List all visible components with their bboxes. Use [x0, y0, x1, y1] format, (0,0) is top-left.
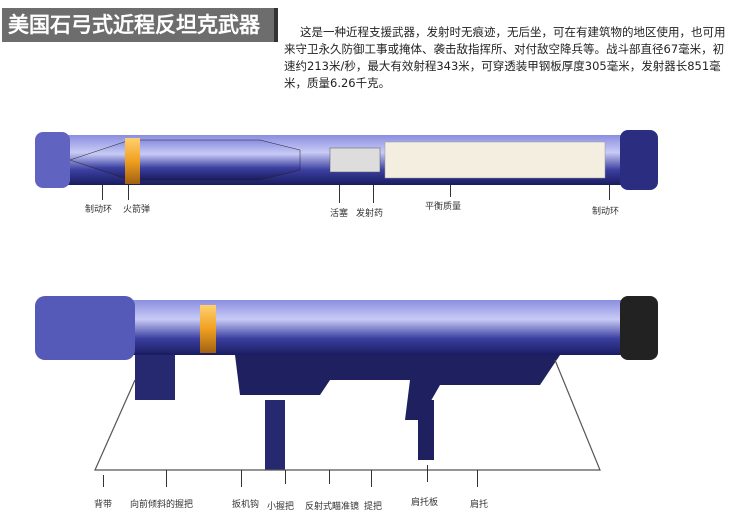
assembled-launcher	[35, 296, 658, 471]
label-brake-ring-front: 制动环	[85, 205, 113, 215]
label-carry-handle: 提把	[364, 502, 383, 512]
label-forward-grip: 向前倾斜的握把	[130, 500, 194, 510]
label-counter-mass: 平衡质量	[425, 202, 462, 212]
description-text: 这是一种近程支援武器，发射时无痕迹，无后坐，可在有建筑物的地区使用，也可用来守卫…	[284, 25, 726, 90]
label-trigger: 扳机钩	[232, 500, 260, 510]
label-propellant: 发射药	[356, 209, 384, 219]
cutaway-launcher	[35, 130, 658, 190]
label-shoulder-stock: 肩托	[470, 500, 489, 510]
label-shoulder-plate: 肩托板	[411, 498, 439, 508]
label-small-grip: 小握把	[267, 502, 295, 512]
label-piston: 活塞	[330, 209, 349, 219]
label-rocket: 火箭弹	[123, 205, 151, 215]
label-sling: 背带	[94, 500, 113, 510]
page-title: 美国石弓式近程反坦克武器	[2, 8, 278, 42]
label-brake-ring-rear: 制动环	[592, 207, 620, 217]
label-reflex-sight: 反射式瞄准镜	[305, 502, 360, 512]
